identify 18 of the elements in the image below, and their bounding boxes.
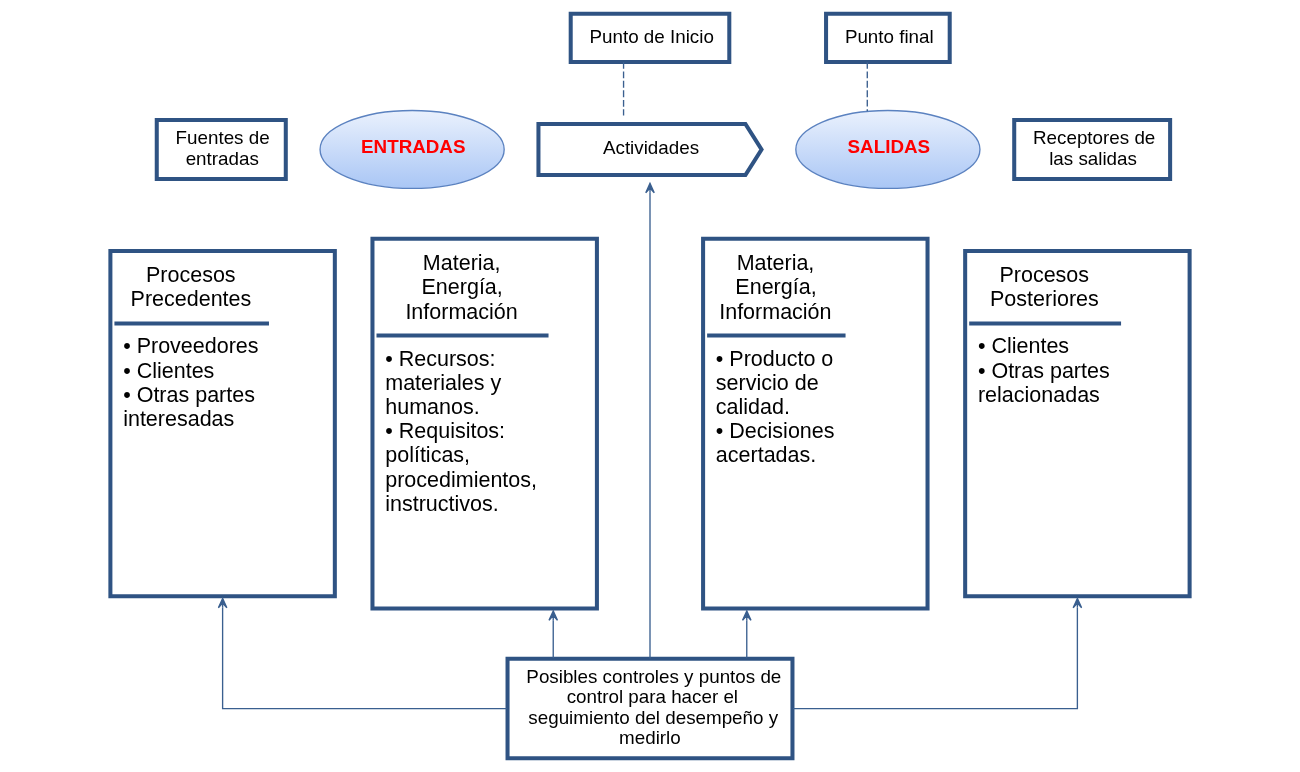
- node-box: Materia, Energía, Información • Recursos: materiales y humanos. • Requisitos: políticas, procedimientos, instructivos.: [370, 236, 599, 611]
- arrow: [741, 610, 752, 659]
- arrow: [792, 597, 1083, 710]
- node-ellipse: ENTRADAS: [319, 109, 505, 190]
- arrow: [217, 597, 508, 710]
- connector: [866, 61, 868, 112]
- node-box: Materia, Energía, Información • Producto o servicio de calidad. • Decisiones acertadas.: [701, 236, 930, 611]
- arrow: [645, 182, 655, 660]
- node-box: Posibles controles y puntos de control para hacer el seguimiento del desempeño y medirlo: [505, 656, 795, 761]
- node-box: Punto final: [824, 11, 952, 65]
- node-box: Fuentes de entradas: [154, 117, 288, 182]
- node-box: Receptores de las salidas: [1012, 117, 1173, 182]
- connector: [622, 61, 625, 117]
- node-ellipse: SALIDAS: [795, 109, 981, 190]
- node-box: Procesos Precedentes • Proveedores • Clientes • Otras partes interesadas: [108, 248, 337, 599]
- node-box: Procesos Posteriores • Clientes • Otras partes relacionadas: [963, 248, 1192, 599]
- arrow: [548, 610, 559, 659]
- node-box: Punto de Inicio: [568, 11, 732, 65]
